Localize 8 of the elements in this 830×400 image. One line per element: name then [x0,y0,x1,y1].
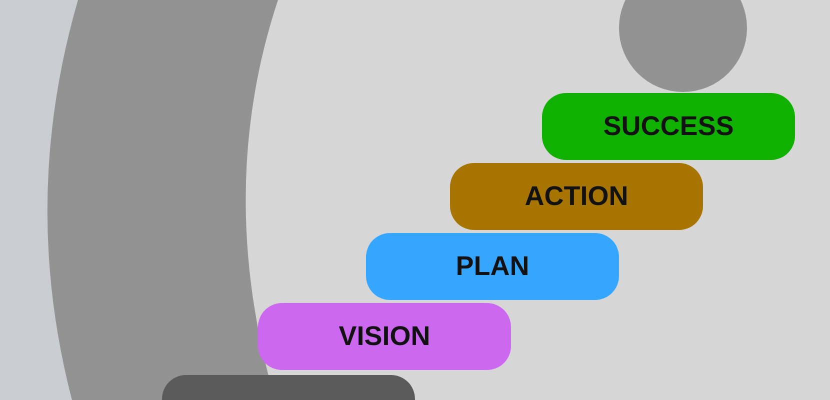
step-bar [258,303,511,370]
step-label: VISION [338,321,430,352]
step-bar [542,93,795,160]
step-bar [366,233,619,300]
step-label: PLAN [456,251,530,282]
step-label: SUCCESS [603,111,734,142]
step-bar [450,163,703,230]
step-label: ACTION [524,181,628,212]
